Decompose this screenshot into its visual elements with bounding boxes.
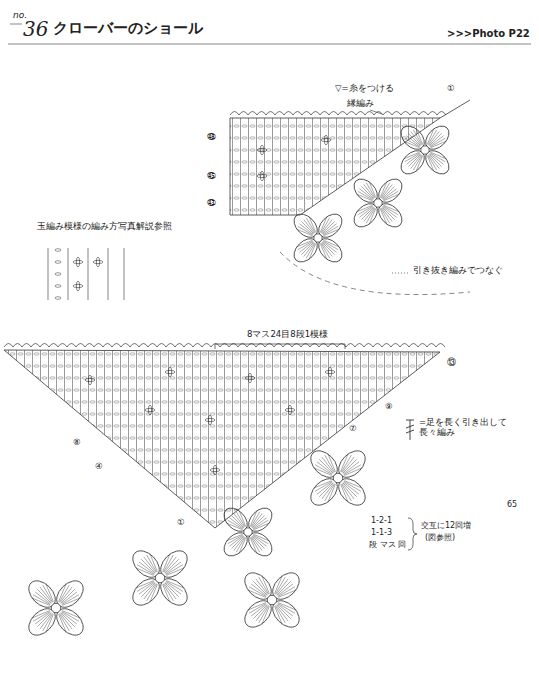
leader-line bbox=[370, 110, 382, 114]
table-cell: 段 マス 回 bbox=[368, 540, 407, 549]
callout-number: ㊺ bbox=[206, 172, 217, 182]
table-cell: 1-1-3 bbox=[370, 528, 393, 537]
clover-motif bbox=[220, 504, 277, 561]
note-text: 引き抜き編みでつなぐ bbox=[412, 266, 504, 276]
callout-number: ④ bbox=[94, 462, 104, 472]
repeat-bracket bbox=[215, 344, 345, 349]
upper-edging bbox=[230, 112, 446, 116]
title: クローバーのショール bbox=[52, 20, 204, 37]
repeat-label: 8マス24目8段1模様 bbox=[246, 330, 329, 340]
callout-number: ① bbox=[176, 518, 186, 528]
clover-motif bbox=[290, 210, 347, 267]
callout-number: ⑧ bbox=[72, 438, 82, 448]
photo-ref: >>>Photo P22 bbox=[446, 28, 531, 40]
clover-motif bbox=[24, 576, 88, 640]
clover-motif bbox=[128, 546, 192, 610]
note-text: 縁編み bbox=[346, 99, 375, 109]
callout-number: ⑬ bbox=[446, 358, 457, 368]
issue-number: 36 bbox=[22, 18, 49, 41]
upper-grid bbox=[230, 118, 440, 215]
note-text: 玉編み模様の編み方写真解説参照 bbox=[36, 222, 173, 232]
callout-number: ① bbox=[446, 84, 456, 94]
clover-motif bbox=[306, 446, 370, 510]
clover-motif bbox=[240, 568, 304, 632]
stitch-sample bbox=[48, 248, 124, 300]
note-text: (図参照) bbox=[424, 533, 456, 542]
table-bracket bbox=[408, 518, 417, 550]
callout-number: ㊸ bbox=[206, 199, 217, 209]
note-text: =足を長く引き出して長々編み bbox=[418, 418, 512, 438]
header-tick bbox=[10, 24, 22, 25]
note-text: ▽=糸をつける bbox=[334, 84, 395, 94]
stitch-symbol bbox=[406, 420, 414, 440]
table-cell: 1-2-1 bbox=[370, 516, 393, 525]
clover-motif bbox=[350, 175, 407, 232]
callout-number: ⑦ bbox=[348, 424, 358, 434]
chain-line bbox=[440, 100, 470, 118]
page-number: 65 bbox=[506, 500, 518, 509]
leader-line bbox=[392, 273, 408, 274]
note-text: 交互に12回増 bbox=[420, 521, 472, 530]
header-rule bbox=[8, 44, 531, 45]
lower-grid bbox=[4, 350, 440, 528]
callout-number: ㊽ bbox=[206, 133, 217, 143]
callout-number: ⑨ bbox=[384, 402, 394, 412]
clover-motif bbox=[397, 122, 454, 179]
